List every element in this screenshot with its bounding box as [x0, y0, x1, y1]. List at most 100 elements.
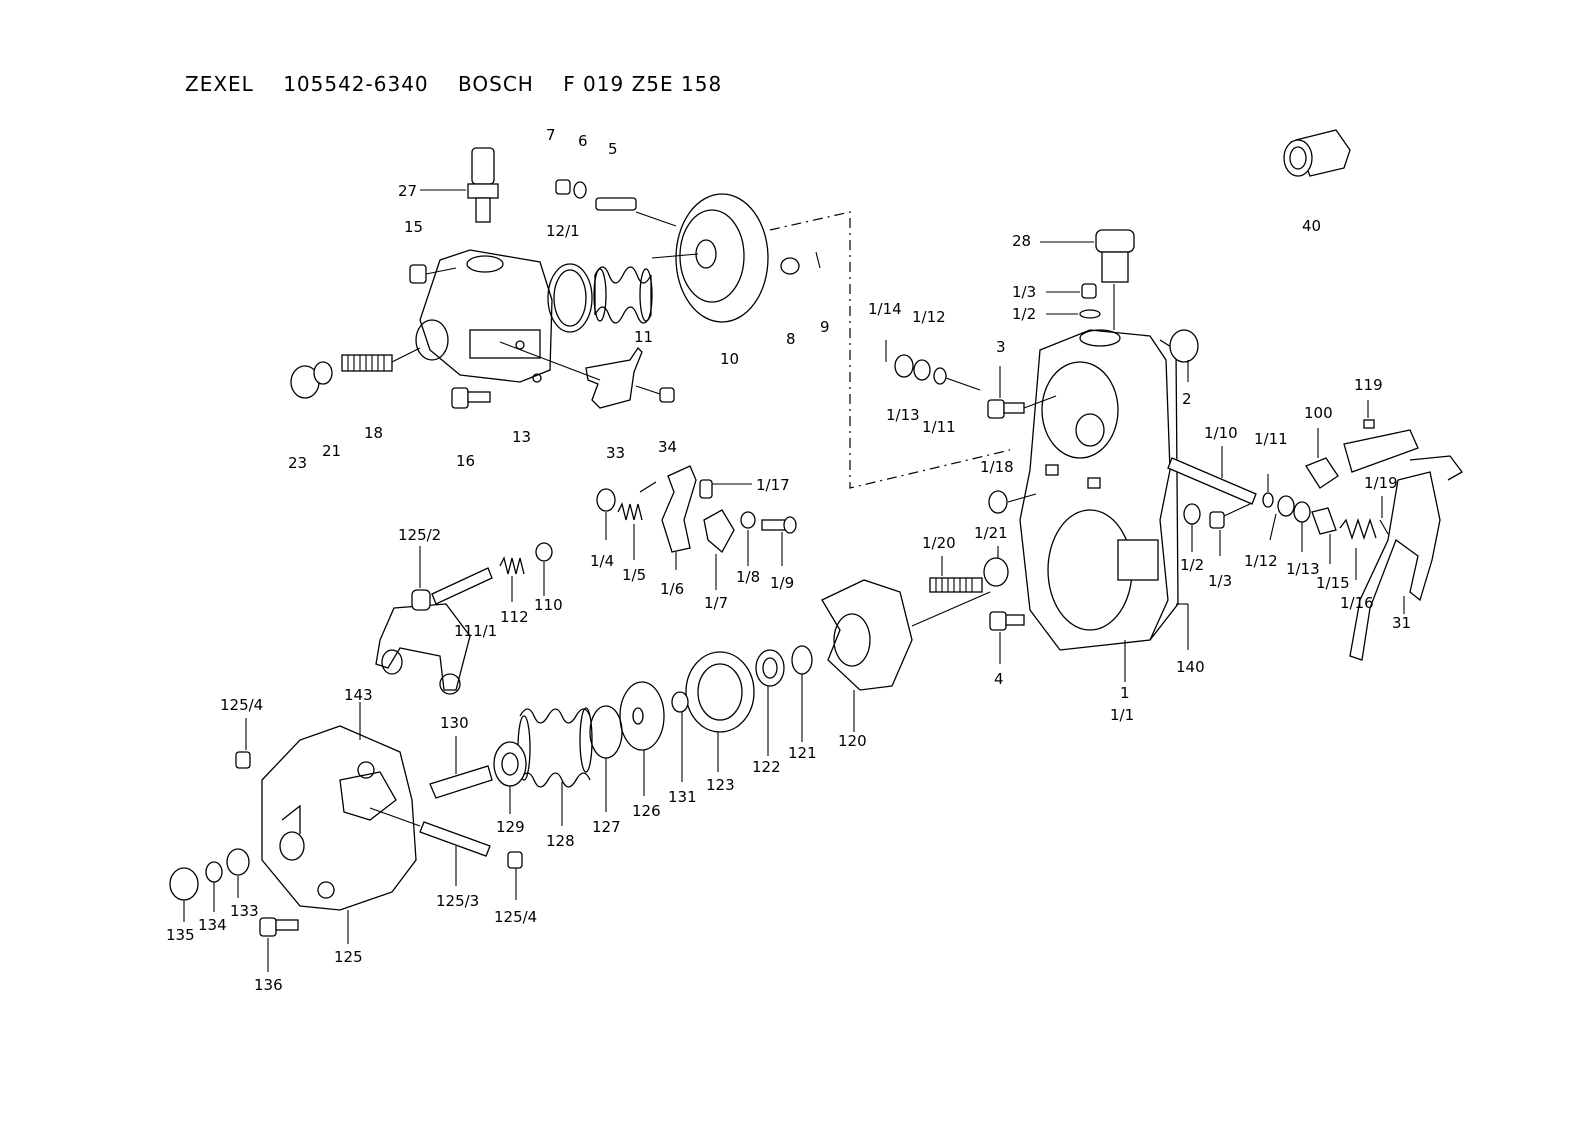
part-125-cover — [261, 702, 417, 944]
part-7-nut — [555, 179, 571, 195]
callout-128: 128 — [546, 832, 575, 850]
part-9-pin — [815, 251, 821, 269]
maker-label: BOSCH — [458, 72, 534, 96]
part-120-flyweight — [821, 579, 991, 732]
callout-1-19: 1/19 — [1364, 474, 1398, 492]
callout-13: 13 — [512, 428, 531, 446]
part-12-1-gasket — [547, 263, 593, 333]
part-31-lever — [1343, 429, 1463, 661]
callout-1-20: 1/20 — [922, 534, 956, 552]
callout-125-4b: 125/4 — [494, 908, 537, 926]
callout-40: 40 — [1302, 217, 1321, 235]
callout-2: 2 — [1182, 390, 1192, 408]
part-1-19-clip — [1379, 496, 1389, 535]
callout-1-9: 1/9 — [770, 574, 794, 592]
part-1-18-washer — [988, 490, 1037, 514]
part-21-ring — [313, 361, 333, 385]
brand-label: ZEXEL — [185, 72, 254, 96]
callout-9: 9 — [820, 318, 830, 336]
assembly-centerline — [769, 211, 1011, 489]
part-1-3-screw — [1046, 283, 1097, 299]
callout-135: 135 — [166, 926, 195, 944]
callout-133: 133 — [230, 902, 259, 920]
part-8-nut — [780, 257, 800, 275]
callout-15: 15 — [404, 218, 423, 236]
part-40-nut — [1283, 129, 1351, 177]
part-135-cap-nut — [169, 867, 199, 922]
callout-labels: 27 15 7 6 5 12/1 11 10 8 9 23 21 18 16 1… — [166, 126, 1411, 994]
part-125-4-screw-b — [507, 851, 523, 900]
callout-1-18: 1/18 — [980, 458, 1014, 476]
part-1-3-screw-b — [1209, 503, 1251, 556]
part-1-12-ring-b — [1269, 495, 1295, 541]
callout-134: 134 — [198, 916, 227, 934]
callout-1-13b: 1/13 — [1286, 560, 1320, 578]
diagram-header: ZEXEL 105542-6340 BOSCH F 019 Z5E 158 — [185, 72, 744, 96]
part-1-13-washer-b — [1293, 501, 1311, 552]
part-1-11-oring-b — [1262, 474, 1274, 508]
callout-3: 3 — [996, 338, 1006, 356]
callout-7: 7 — [546, 126, 556, 144]
part-27-bolt — [467, 147, 499, 223]
part-1-7-link — [703, 509, 735, 590]
callout-8: 8 — [786, 330, 796, 348]
part-33-bracket — [499, 341, 643, 409]
part-6-washer — [573, 181, 587, 199]
part-1-6-lever — [661, 465, 697, 570]
callout-123: 123 — [706, 776, 735, 794]
callout-1-8: 1/8 — [736, 568, 760, 586]
callout-28: 28 — [1012, 232, 1031, 250]
part-125-3-pin — [369, 807, 491, 886]
part-125-2-fork — [375, 546, 471, 695]
callout-1-3a: 1/3 — [1012, 283, 1036, 301]
part-1-5-spring — [617, 481, 657, 560]
part-122-bearing — [755, 649, 785, 756]
callout-1-2a: 1/2 — [1012, 305, 1036, 323]
part-129-seat — [493, 741, 527, 814]
callout-1-7: 1/7 — [704, 594, 728, 612]
part-133-nut — [226, 848, 250, 898]
part-10-diaphragm — [651, 193, 769, 323]
part-111-1-pin — [431, 567, 493, 605]
part-127-ring — [589, 705, 623, 812]
callout-1-4: 1/4 — [590, 552, 614, 570]
callout-125-3: 125/3 — [436, 892, 479, 910]
callout-120: 120 — [838, 732, 867, 750]
part-1-12-ring — [913, 359, 931, 381]
callout-10: 10 — [720, 350, 739, 368]
callout-129: 129 — [496, 818, 525, 836]
part-4-screw — [989, 611, 1025, 664]
part-1-20-screw — [929, 556, 983, 593]
callout-1-11b: 1/11 — [1254, 430, 1288, 448]
part-1-13-washer — [894, 354, 914, 378]
callout-1-12a: 1/12 — [912, 308, 946, 326]
part-1-15-bushing — [1311, 507, 1337, 564]
part-1-11-oring — [933, 367, 981, 391]
callout-31: 31 — [1392, 614, 1411, 632]
callout-1-14: 1/14 — [868, 300, 902, 318]
part-119-key — [1363, 400, 1375, 429]
callout-130: 130 — [440, 714, 469, 732]
part-1-8-washer — [740, 511, 756, 566]
part-110-nut — [535, 542, 553, 596]
part-1-17-pin — [699, 479, 752, 499]
callout-4: 4 — [994, 670, 1004, 688]
part-11-spring — [593, 266, 653, 324]
callout-1-16: 1/16 — [1340, 594, 1374, 612]
callout-1-2b: 1/2 — [1180, 556, 1204, 574]
callout-1-3b: 1/3 — [1208, 572, 1232, 590]
part-5-bolt — [595, 197, 677, 227]
part-131-nut — [671, 691, 689, 782]
part-1-10-shaft — [1167, 446, 1257, 505]
part-1-2-washer — [1046, 309, 1101, 319]
callout-140: 140 — [1176, 658, 1205, 676]
part-123-sleeve — [685, 651, 755, 772]
callout-1-1: 1/1 — [1110, 706, 1134, 724]
callout-111-1: 111/1 — [454, 622, 497, 640]
callout-11: 11 — [634, 328, 653, 346]
part-16-screw — [451, 387, 491, 409]
part-2-plug — [1169, 329, 1199, 382]
part-136-screw — [259, 917, 299, 972]
callout-1-12b: 1/12 — [1244, 552, 1278, 570]
